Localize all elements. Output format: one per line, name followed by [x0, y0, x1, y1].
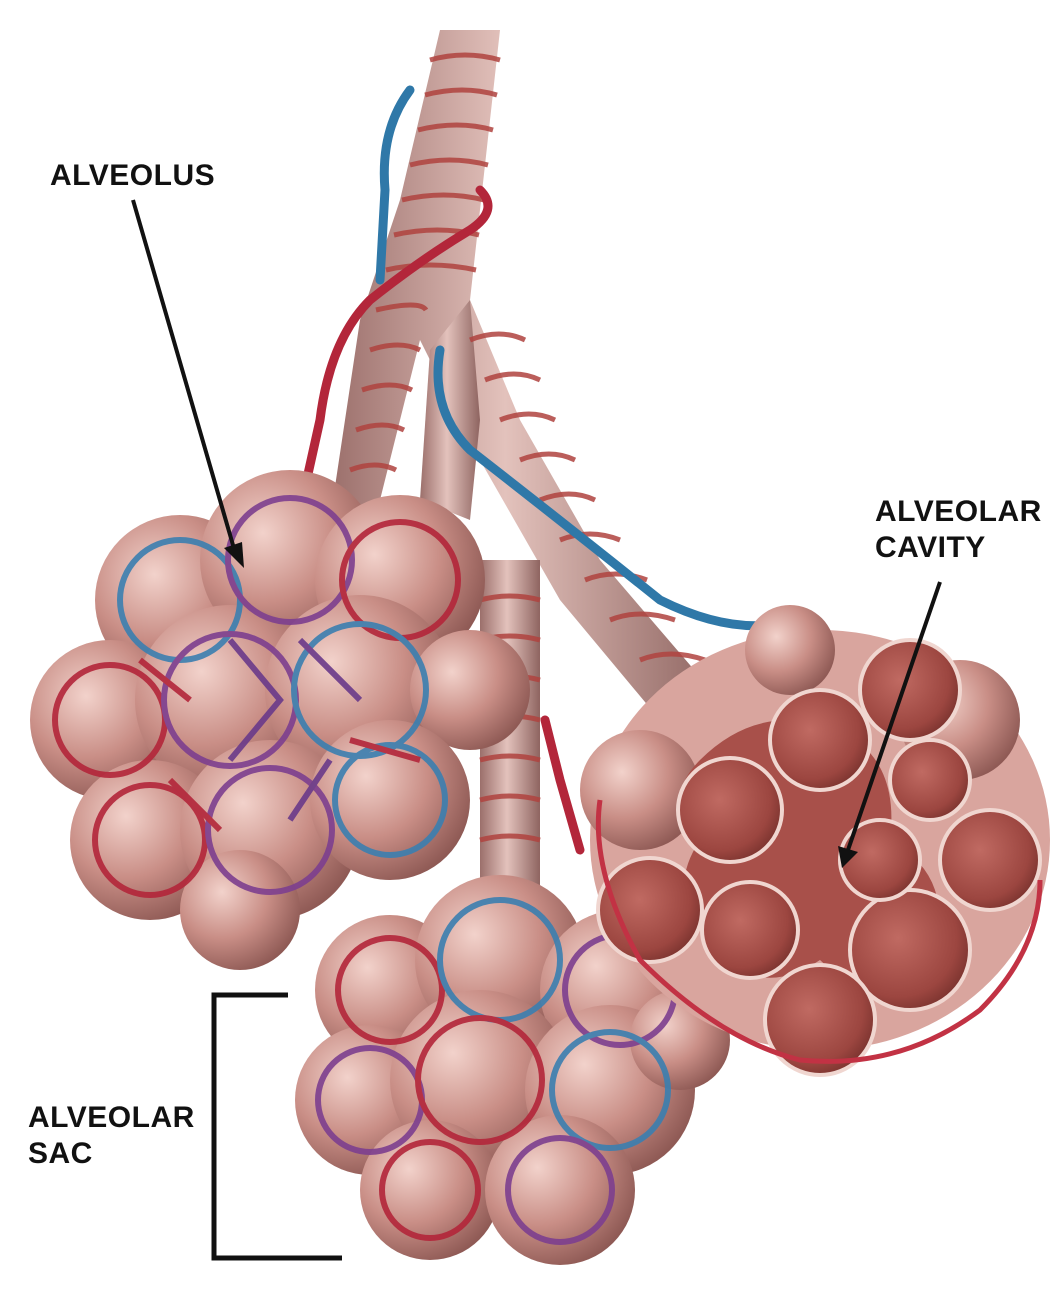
alveolar-cavity-label-line2: CAVITY: [875, 530, 1042, 566]
alveolus-pointer-line: [133, 200, 235, 552]
alveolar-sac-label: ALVEOLAR SAC: [28, 1100, 195, 1172]
alveolar-cavity-label-line1: ALVEOLAR: [875, 494, 1042, 530]
alveolus-label-text: ALVEOLUS: [50, 158, 215, 194]
alveolar-sac-label-line2: SAC: [28, 1136, 195, 1172]
alveolar-sac-label-line1: ALVEOLAR: [28, 1100, 195, 1136]
alveolar-cavity-label: ALVEOLAR CAVITY: [875, 494, 1042, 566]
alveolus-label: ALVEOLUS: [50, 158, 215, 194]
